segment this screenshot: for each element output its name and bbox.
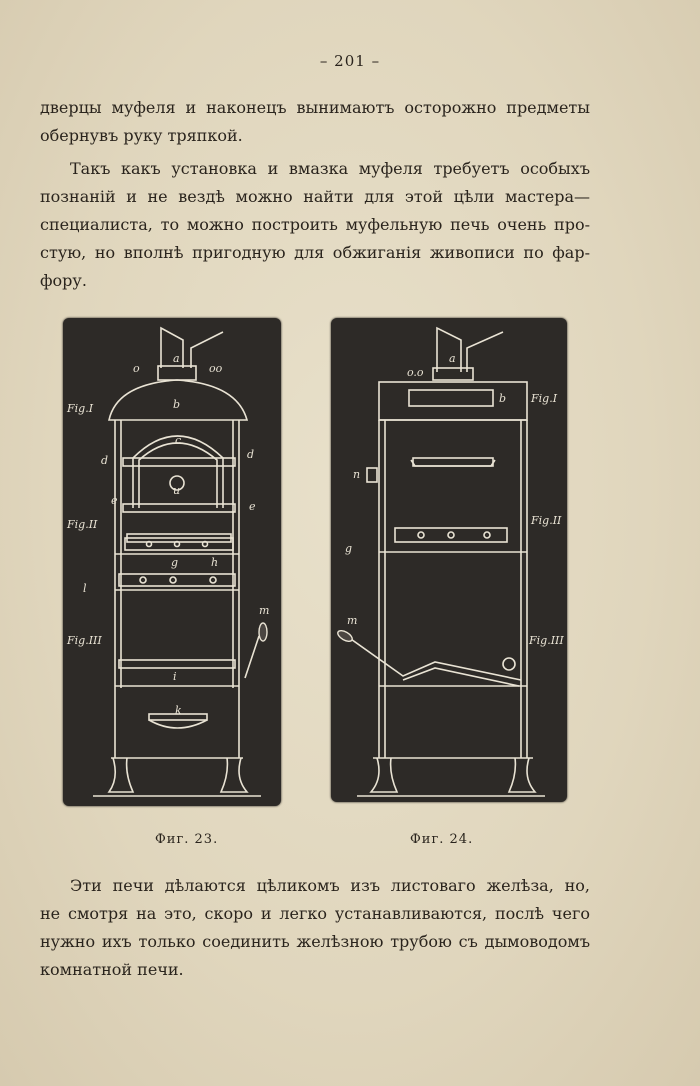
label-l: l [83, 582, 87, 595]
text-line: дверцы муфеля и наконецъ вынимаютъ остор… [40, 98, 590, 117]
label-b: b [499, 392, 506, 405]
text-line: познанiй и не вездѣ можно найти для этой… [40, 187, 590, 206]
text-line: обернувъ руку тряпкой. [40, 126, 243, 145]
label-d-left: d [101, 454, 108, 467]
label-b: b [173, 398, 180, 411]
text-line: Такъ какъ установка и вмазка муфеля треб… [70, 159, 590, 178]
figure-23-muffle-stove: a b o oo c d d u e e g h l m i k Fig.I F… [63, 318, 281, 806]
label-a: a [173, 352, 180, 365]
label-h: h [211, 556, 218, 569]
label-fig-2: Fig.II [530, 514, 562, 527]
label-fig-1: Fig.I [66, 402, 94, 415]
label-g: g [345, 542, 352, 555]
page-number: – 201 – [319, 52, 381, 70]
label-e-right: e [249, 500, 256, 513]
label-m: m [259, 604, 269, 617]
label-c: c [175, 434, 181, 447]
figure-24-stove: a b o.o n g m Fig.I Fig.II Fig.III [331, 318, 567, 802]
label-e-left: e [111, 494, 118, 507]
text-line: специалиста, то можно построить муфельну… [40, 215, 590, 234]
text-line: нужно ихъ только соединить желѣзною труб… [40, 932, 590, 951]
label-o-left: o [133, 362, 140, 375]
text-line: Эти печи дѣлаются цѣликомъ изъ листоваго… [70, 876, 590, 895]
label-fig-1: Fig.I [530, 392, 558, 405]
label-fig-3: Fig.III [66, 634, 102, 647]
text-line: не смотря на это, скоро и легко устанавл… [40, 904, 590, 923]
label-i: i [173, 670, 177, 683]
label-a: a [449, 352, 456, 365]
label-g: g [171, 556, 178, 569]
label-fig-3: Fig.III [528, 634, 564, 647]
label-oo: o.o [407, 366, 424, 379]
paragraph-1: дверцы муфеля и наконецъ вынимаютъ остор… [40, 94, 590, 150]
paragraph-2: Такъ какъ установка и вмазка муфеля треб… [40, 155, 590, 295]
label-u: u [173, 484, 180, 497]
figure-23-drawing: a b o oo c d d u e e g h l m i k Fig.I F… [66, 326, 269, 797]
label-fig-2: Fig.II [66, 518, 98, 531]
label-k: k [175, 704, 182, 717]
text-line: комнатной печи. [40, 960, 184, 979]
text-line: стую, но вполнѣ пригодную для обжиганiя … [40, 243, 590, 262]
label-o-right: oo [209, 362, 223, 375]
text-line: фору. [40, 271, 87, 290]
label-d-right: d [247, 448, 254, 461]
paragraph-3: Эти печи дѣлаются цѣликомъ изъ листоваго… [40, 872, 590, 984]
figure-23-caption: Фиг. 23. [155, 832, 219, 847]
label-m: m [347, 614, 357, 627]
figure-24-caption: Фиг. 24. [410, 832, 474, 847]
figure-24-drawing: a b o.o n g m Fig.I Fig.II Fig.III [337, 326, 564, 797]
label-n: n [353, 468, 360, 481]
